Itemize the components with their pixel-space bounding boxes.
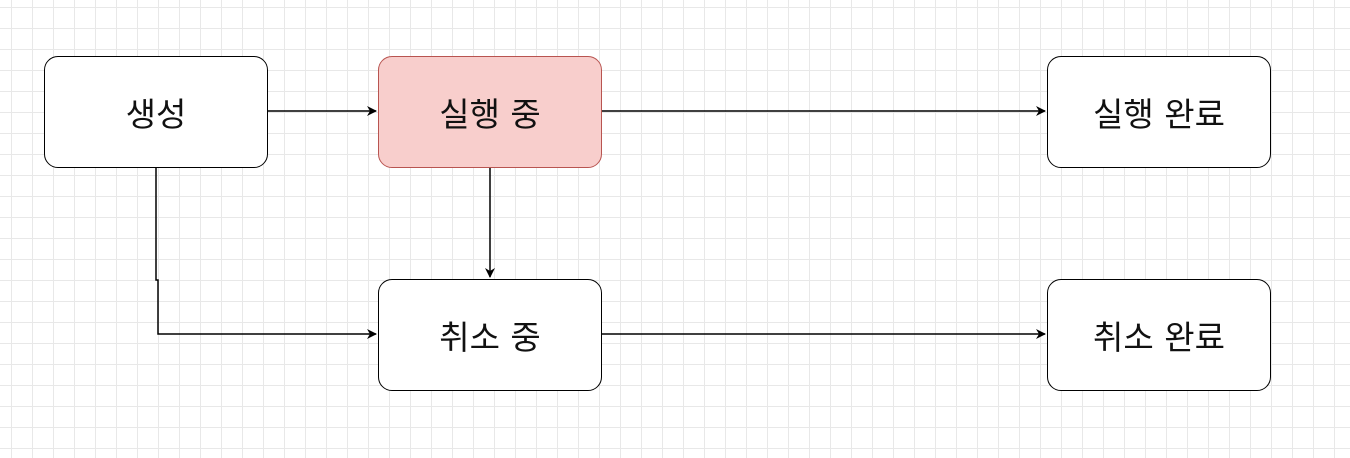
node-canceling-label: 취소 중	[439, 318, 541, 357]
node-running[interactable]: 실행 중	[378, 56, 602, 168]
node-created-label: 생성	[125, 95, 187, 134]
node-canceled-label: 취소 완료	[1093, 318, 1225, 357]
node-canceled[interactable]: 취소 완료	[1047, 279, 1271, 391]
edge-created-to-canceling	[155, 168, 377, 339]
node-running-label: 실행 중	[439, 95, 541, 134]
node-created[interactable]: 생성	[44, 56, 268, 168]
node-canceling[interactable]: 취소 중	[378, 279, 602, 391]
node-done-label: 실행 완료	[1093, 95, 1225, 134]
node-done[interactable]: 실행 완료	[1047, 56, 1271, 168]
